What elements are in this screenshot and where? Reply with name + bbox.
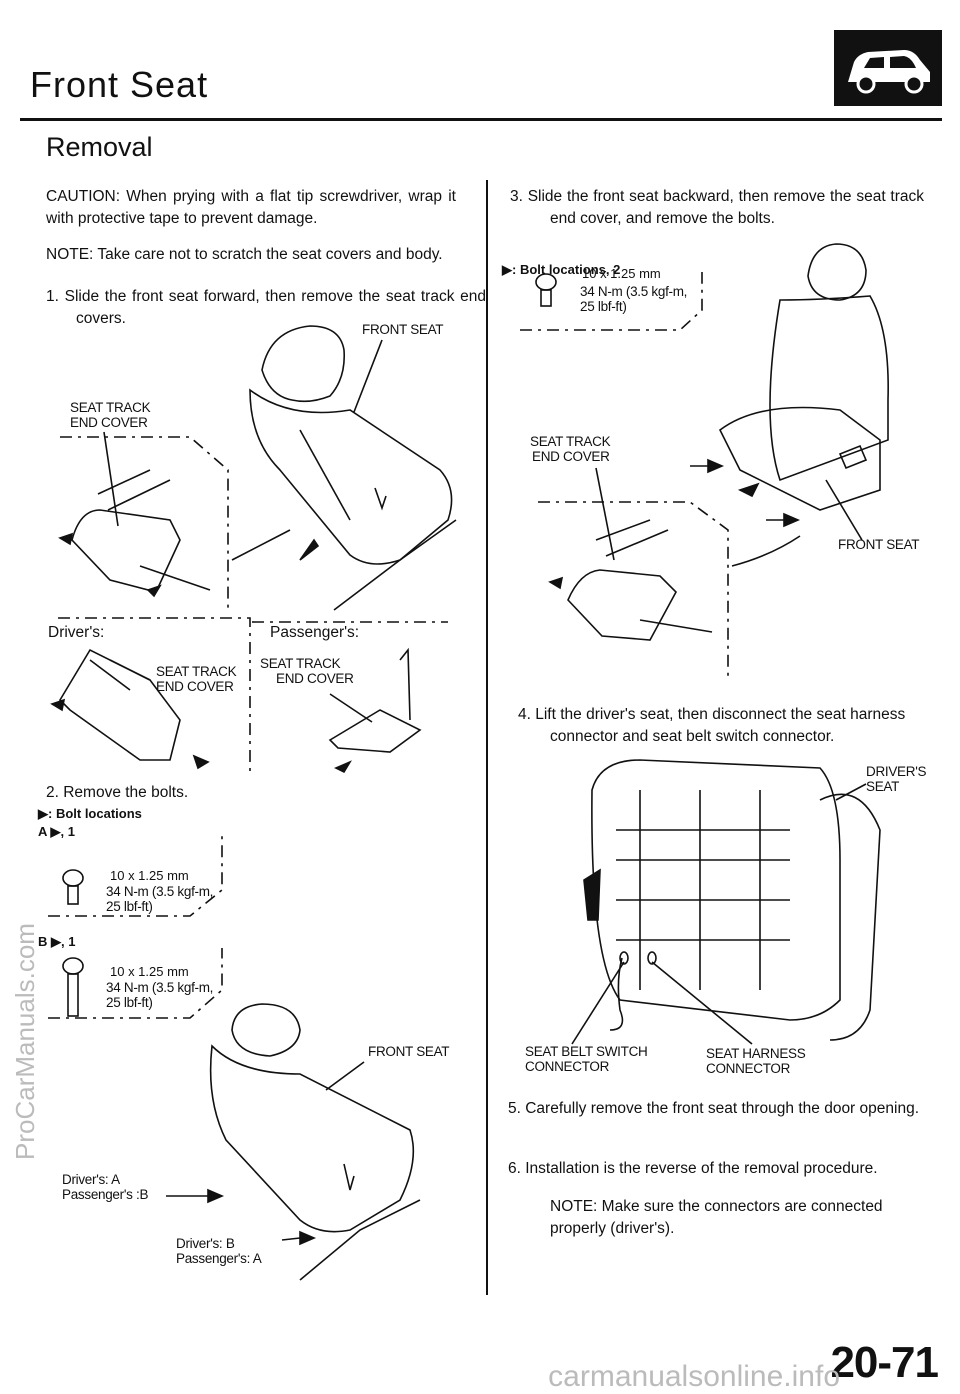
step-6: 6. Installation is the reverse of the re… [508,1160,878,1177]
bolt-icon-right [520,272,703,331]
bolt-locations-label: ▶: Bolt locations [38,806,142,821]
site-footer: carmanualsonline.info [548,1360,840,1393]
bolt-a-size: 10 x 1.25 mm [110,868,189,883]
belt-switch-label: SEAT BELT SWITCH CONNECTOR [525,1044,648,1074]
driver-loc-1: Driver's: A Passenger's :B [62,1172,149,1202]
front-seat-label: FRONT SEAT [362,322,444,337]
bolt-a-torque: 34 N-m (3.5 kgf-m, 25 lbf-ft) [106,884,214,914]
caution-text: CAUTION: When prying with a flat tip scr… [46,188,456,227]
bolt-icon-b [48,948,223,1019]
front-seat-label-2: FRONT SEAT [368,1044,450,1059]
front-seat-label-3: FRONT SEAT [838,537,920,552]
car-icon [834,30,942,106]
header-rule [20,118,942,121]
driver-cover-label: SEAT TRACK END COVER [156,664,237,694]
right-cover-label: SEAT TRACK END COVER [530,434,611,464]
bolt-size-right: 10 x 1.25 mm [582,266,661,281]
note-right: NOTE: Make sure the connectors are conne… [550,1198,883,1237]
seat-track-cover-label: SEAT TRACK END COVER [70,400,151,430]
bolt-b-size: 10 x 1.25 mm [110,964,189,979]
passengers-label: Passenger's: [270,624,360,641]
drivers-label: Driver's: [48,624,105,641]
harness-label: SEAT HARNESS CONNECTOR [706,1046,806,1076]
seat-illustration-2 [166,1003,421,1281]
step-5: 5. Carefully remove the front seat throu… [508,1100,919,1117]
drivers-seat-label: DRIVER'S SEAT [866,764,927,794]
step-4: 4. Lift the driver's seat, then disconne… [518,706,906,745]
seat-illustration-3 [690,243,889,541]
page-title: Front Seat [30,64,209,105]
bolt-icon-a [48,832,223,917]
step-3: 3. Slide the front seat backward, then r… [510,188,924,227]
column-divider [486,180,488,1295]
bolt-torque-right: 34 N-m (3.5 kgf-m, 25 lbf-ft) [580,284,688,314]
bolt-a-label: A ▶, 1 [38,824,75,839]
step-1: 1. Slide the front seat forward, then re… [46,288,486,327]
bolt-b-torque: 34 N-m (3.5 kgf-m, 25 lbf-ft) [106,980,214,1010]
seat-illustration-4 [571,759,881,1045]
page-number: 20-71 [830,1338,939,1387]
driver-loc-2: Driver's: B Passenger's: A [176,1236,262,1266]
note-text: NOTE: Take care not to scratch the seat … [46,246,443,263]
section-title: Removal [46,132,153,162]
bolt-locations-2-label: ▶: Bolt locations, 2 [502,262,621,277]
passenger-cover-label: SEAT TRACK END COVER [260,656,354,686]
bolt-b-label: B ▶, 1 [38,934,76,949]
seat-illustration-1 [231,325,457,611]
step-2: 2. Remove the bolts. [46,784,189,801]
